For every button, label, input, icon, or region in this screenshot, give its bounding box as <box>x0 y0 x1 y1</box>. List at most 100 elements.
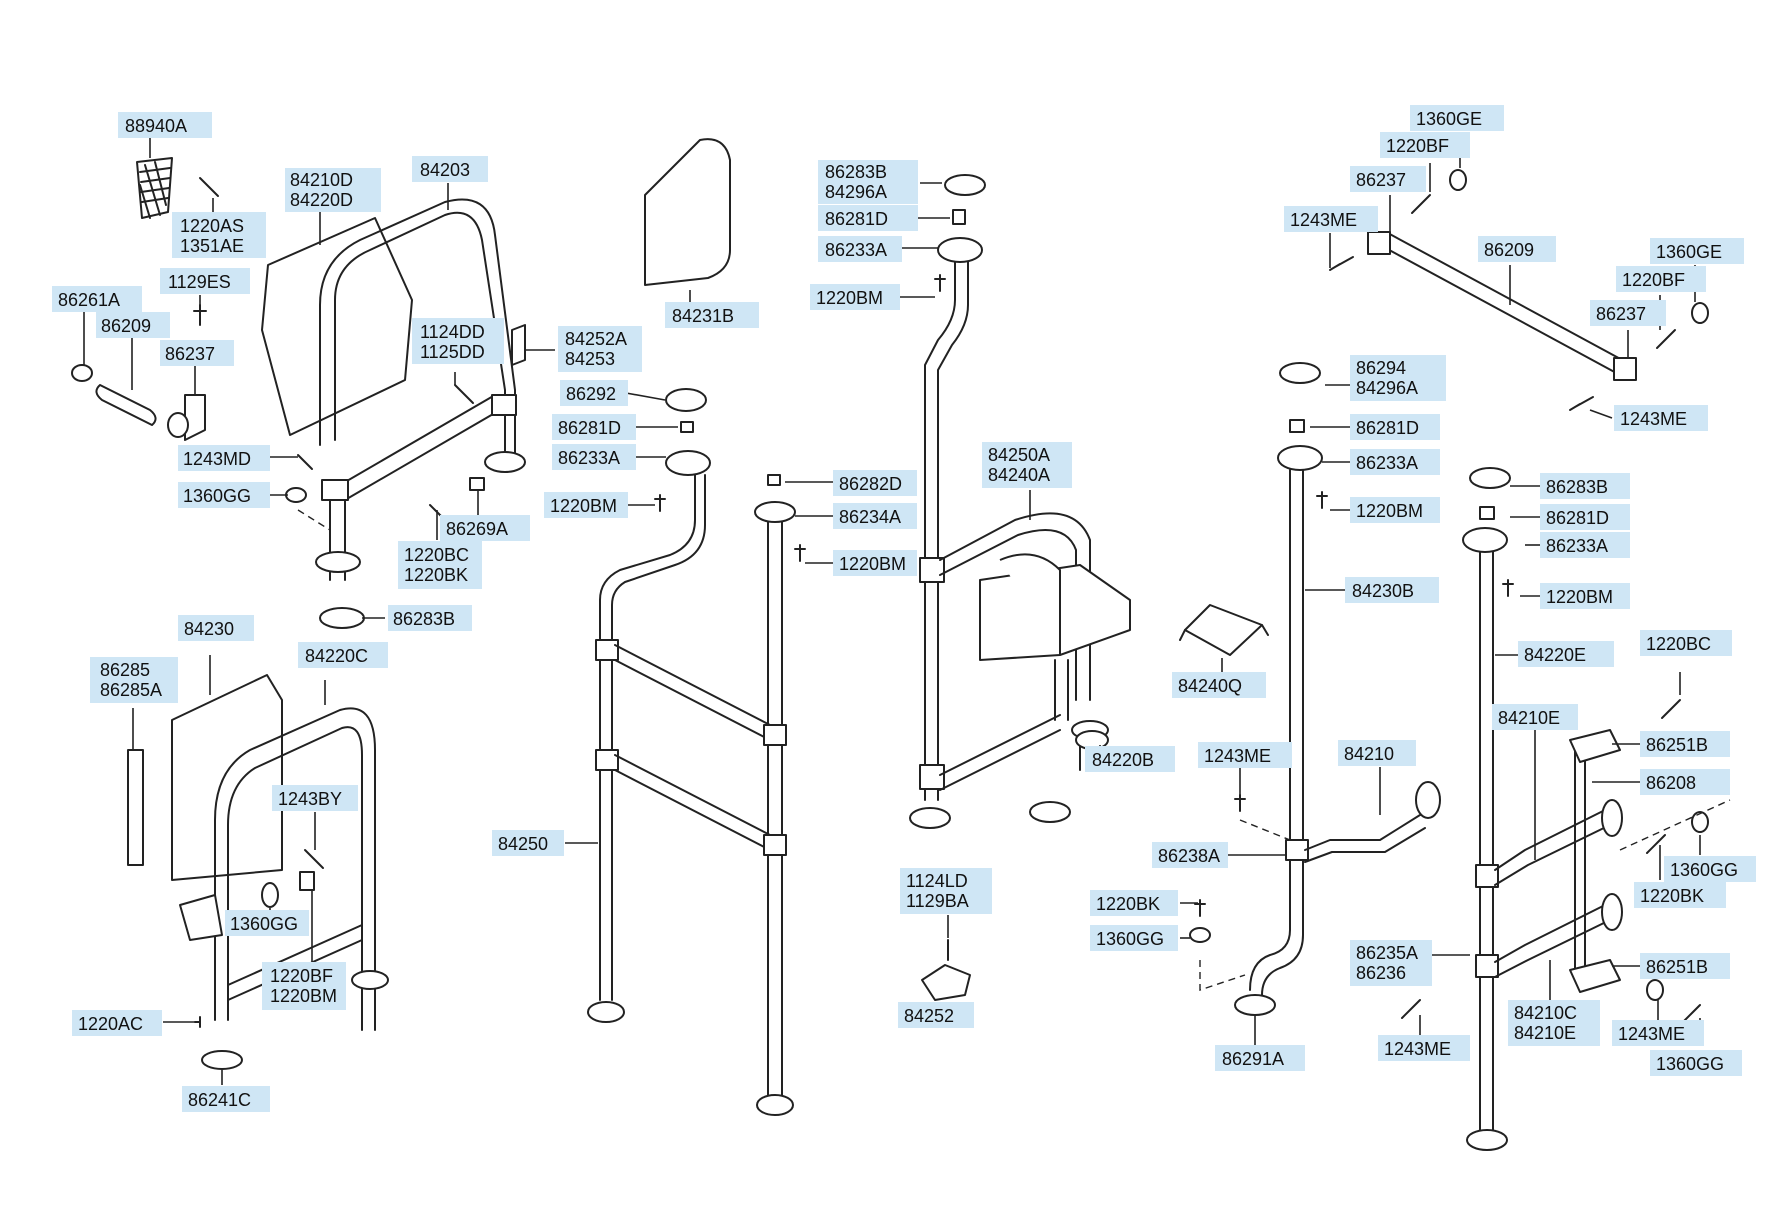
label-86238A[interactable]: 86238A <box>1152 842 1228 868</box>
label-84220E[interactable]: 84220E <box>1518 641 1614 667</box>
svg-text:84210C: 84210C <box>1514 1003 1577 1023</box>
label-86237-right[interactable]: 86237 <box>1590 300 1666 326</box>
label-1220AC[interactable]: 1220AC <box>72 1010 162 1036</box>
svg-text:84230: 84230 <box>184 619 234 639</box>
label-1220BM-right[interactable]: 1220BM <box>1350 497 1440 523</box>
label-1243ME-bottom-right[interactable]: 1243ME <box>1378 1035 1470 1061</box>
svg-text:1220BK: 1220BK <box>1640 886 1704 906</box>
label-86281D-mid[interactable]: 86281D <box>552 414 636 440</box>
label-84240Q[interactable]: 84240Q <box>1172 672 1266 698</box>
label-86269A[interactable]: 86269A <box>440 515 530 541</box>
label-1243BY[interactable]: 1243BY <box>272 785 358 811</box>
label-86209-left[interactable]: 86209 <box>96 312 170 338</box>
svg-text:1351AE: 1351AE <box>180 236 244 256</box>
label-88940A[interactable]: 88940A <box>118 112 212 138</box>
svg-text:86285A: 86285A <box>100 680 162 700</box>
label-86281D-far-right[interactable]: 86281D <box>1540 504 1630 530</box>
label-1220BM-mid2[interactable]: 1220BM <box>833 550 917 576</box>
label-1220BK-far-right[interactable]: 1220BK <box>1634 882 1726 908</box>
label-86251B-lower[interactable]: 86251B <box>1640 953 1730 979</box>
svg-text:1220BK: 1220BK <box>1096 894 1160 914</box>
label-1360GG-mid[interactable]: 1360GG <box>1090 925 1178 951</box>
label-86233A-top[interactable]: 86233A <box>818 236 902 262</box>
label-84203[interactable]: 84203 <box>412 156 488 182</box>
svg-text:86236: 86236 <box>1356 963 1406 983</box>
label-1220BC-far-right[interactable]: 1220BC <box>1640 630 1732 656</box>
label-86261A[interactable]: 86261A <box>52 286 142 312</box>
label-1129ES[interactable]: 1129ES <box>160 268 250 294</box>
svg-text:1220AS: 1220AS <box>180 216 244 236</box>
svg-text:86281D: 86281D <box>825 209 888 229</box>
label-1243MD-left[interactable]: 1243MD <box>178 445 270 471</box>
label-1360GG-left[interactable]: 1360GG <box>178 482 270 508</box>
label-86237-left[interactable]: 86237 <box>160 340 234 366</box>
svg-text:84296A: 84296A <box>825 182 887 202</box>
label-1243ME-far-bottom[interactable]: 1243ME <box>1612 1020 1704 1046</box>
label-86292[interactable]: 86292 <box>560 380 628 406</box>
svg-text:1220BC: 1220BC <box>404 545 469 565</box>
label-86234A[interactable]: 86234A <box>833 503 917 529</box>
label-86283B-left[interactable]: 86283B <box>388 605 472 631</box>
label-84230B[interactable]: 84230B <box>1345 577 1439 603</box>
label-84230[interactable]: 84230 <box>178 615 254 641</box>
label-86233A-mid[interactable]: 86233A <box>552 444 636 470</box>
label-1220BM-far-right[interactable]: 1220BM <box>1540 583 1630 609</box>
label-1360GG-bottom-left[interactable]: 1360GG <box>225 910 309 936</box>
svg-text:1243MD: 1243MD <box>183 449 251 469</box>
label-86241C[interactable]: 86241C <box>182 1086 270 1112</box>
label-84220B[interactable]: 84220B <box>1085 746 1175 772</box>
label-84210[interactable]: 84210 <box>1338 740 1416 766</box>
svg-text:1243ME: 1243ME <box>1384 1039 1451 1059</box>
label-86281D-right[interactable]: 86281D <box>1350 414 1440 440</box>
label-1220BF-top-right[interactable]: 1220BF <box>1380 132 1470 158</box>
label-1220BM-top[interactable]: 1220BM <box>810 284 900 310</box>
label-1360GG-far-right[interactable]: 1360GG <box>1664 856 1756 882</box>
label-86282D[interactable]: 86282D <box>833 470 917 496</box>
label-86251B-upper[interactable]: 86251B <box>1640 731 1730 757</box>
label-86237-top-right[interactable]: 86237 <box>1350 166 1426 192</box>
label-1360GE-top-right[interactable]: 1360GE <box>1410 105 1504 131</box>
svg-text:84210E: 84210E <box>1514 1023 1576 1043</box>
label-1243ME-mid-right[interactable]: 1243ME <box>1198 742 1292 768</box>
label-86291A[interactable]: 86291A <box>1215 1045 1305 1071</box>
label-86233A-right[interactable]: 86233A <box>1350 449 1440 475</box>
svg-text:1243ME: 1243ME <box>1204 746 1271 766</box>
label-1220BF-right[interactable]: 1220BF <box>1616 266 1706 292</box>
label-1220BM-mid[interactable]: 1220BM <box>544 492 628 518</box>
label-1360GE-right[interactable]: 1360GE <box>1650 238 1744 264</box>
label-1243ME-top-right[interactable]: 1243ME <box>1284 206 1378 232</box>
label-1360GG-far-bottom[interactable]: 1360GG <box>1650 1050 1742 1076</box>
svg-text:1220BM: 1220BM <box>270 986 337 1006</box>
label-86233A-far-right[interactable]: 86233A <box>1540 532 1630 558</box>
label-1220BK-mid[interactable]: 1220BK <box>1090 890 1178 916</box>
label-84250[interactable]: 84250 <box>492 830 564 856</box>
label-84231B[interactable]: 84231B <box>665 302 759 328</box>
svg-text:86251B: 86251B <box>1646 735 1708 755</box>
svg-text:84210: 84210 <box>1344 744 1394 764</box>
svg-text:86269A: 86269A <box>446 519 508 539</box>
label-86283B-right[interactable]: 86283B <box>1540 473 1630 499</box>
label-86281D-top[interactable]: 86281D <box>818 205 918 231</box>
label-84252[interactable]: 84252 <box>898 1002 974 1028</box>
label-84220C[interactable]: 84220C <box>298 642 388 668</box>
label-84210E[interactable]: 84210E <box>1492 704 1578 730</box>
label-86209-right[interactable]: 86209 <box>1478 236 1556 262</box>
part-drawings <box>71 138 1731 1151</box>
label-86208[interactable]: 86208 <box>1640 769 1730 795</box>
label-1243ME-right[interactable]: 1243ME <box>1614 405 1708 431</box>
svg-text:1220BM: 1220BM <box>816 288 883 308</box>
svg-text:1220AC: 1220AC <box>78 1014 143 1034</box>
